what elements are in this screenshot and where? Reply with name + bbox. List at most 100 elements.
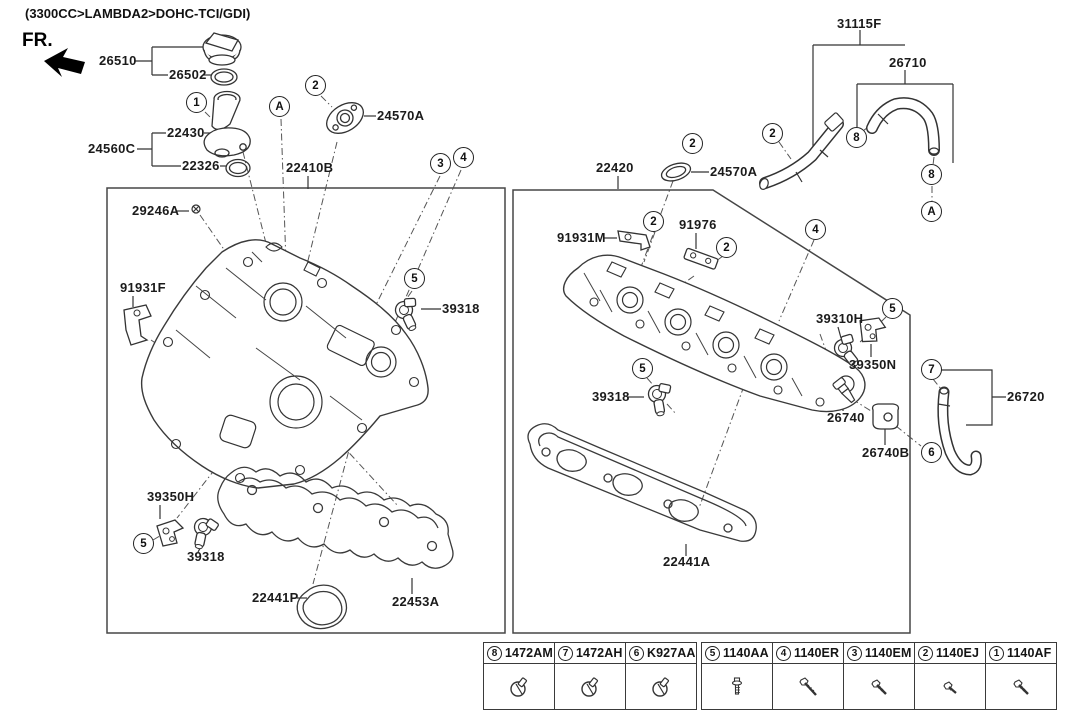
sensor-39318-mid-drawing xyxy=(646,380,677,418)
fastener-cell: 7 1472AH xyxy=(555,643,626,709)
clamp-icon xyxy=(510,676,528,697)
fastener-code: 1140AA xyxy=(723,646,769,660)
part-label-31115F: 31115F xyxy=(837,16,882,31)
hose-26710-drawing xyxy=(866,97,940,156)
fastener-code: 1472AM xyxy=(505,646,553,660)
fastener-cell: 4 1140ER xyxy=(773,643,844,709)
part-label-22420: 22420 xyxy=(596,160,634,175)
part-label-24560C: 24560C xyxy=(88,141,136,156)
part-label-22453A: 22453A xyxy=(392,594,440,609)
bracket-91931M-drawing xyxy=(617,230,651,251)
ref-circle-1-table: 1 xyxy=(989,645,1004,661)
part-label-22326: 22326 xyxy=(182,158,220,173)
stud-bolt-icon xyxy=(731,676,743,695)
fastener-cell: 2 1140EJ xyxy=(915,643,986,709)
fastener-table-clamps: 8 1472AM 7 1472AH 6 K927AA xyxy=(483,642,697,710)
part-label-91931M: 91931M xyxy=(557,230,606,245)
part-label-29246A: 29246A xyxy=(132,203,180,218)
grommet-26740B-drawing xyxy=(871,403,900,430)
part-label-22410B: 22410B xyxy=(286,160,334,175)
fastener-cell: 8 1472AM xyxy=(484,643,555,709)
left-parts-box xyxy=(106,187,506,634)
ref-circle-6-table: 6 xyxy=(629,645,644,661)
bolt-29246A-drawing xyxy=(191,204,201,214)
part-label-91931F: 91931F xyxy=(120,280,166,295)
valve-cover-lh-drawing xyxy=(140,239,429,489)
ref-circle-4-mid: 4 xyxy=(805,219,826,240)
short-bolt-icon xyxy=(943,680,957,694)
strip-91976-drawing xyxy=(683,247,719,270)
bracket-91931F-drawing xyxy=(123,304,152,346)
sensor-39318-bottom-drawing xyxy=(189,514,221,553)
ref-circle-3-table: 3 xyxy=(847,645,862,661)
bracket-39350H-drawing xyxy=(156,519,184,547)
filler-neck-drawing xyxy=(203,90,251,158)
ref-circle-8-left: 8 xyxy=(846,127,867,148)
valve-cover-rh-drawing xyxy=(562,254,866,413)
ref-circle-4-table: 4 xyxy=(776,645,791,661)
cap-packing-drawing xyxy=(210,68,238,86)
part-label-39318-mid: 39318 xyxy=(592,389,630,404)
part-label-26510: 26510 xyxy=(99,53,137,68)
ref-circle-2-table: 2 xyxy=(918,645,933,661)
fastener-cell: 5 1140AA xyxy=(702,643,773,709)
ref-circle-3: 3 xyxy=(430,153,451,174)
oil-filler-cap-drawing xyxy=(202,32,242,66)
clamp-icon xyxy=(652,676,670,697)
part-label-22430: 22430 xyxy=(167,125,205,140)
oring-22326-drawing xyxy=(225,158,251,178)
front-direction-label: FR. xyxy=(22,30,53,51)
medium-bolt-icon xyxy=(871,678,887,695)
long-bolt-icon xyxy=(799,676,817,696)
fastener-code: 1140AF xyxy=(1007,646,1052,660)
ref-circle-2-91931M: 2 xyxy=(643,211,664,232)
hose-26720-drawing xyxy=(937,386,982,476)
ref-circle-5-39318-mid: 5 xyxy=(632,358,653,379)
fastener-cell: 1 1140AF xyxy=(986,643,1056,709)
medium-bolt-icon xyxy=(1013,678,1029,695)
fitting-24570A-mid-drawing xyxy=(660,162,692,182)
ref-circle-6: 6 xyxy=(921,442,942,463)
part-label-22441P: 22441P xyxy=(252,590,299,605)
part-label-26710: 26710 xyxy=(889,55,927,70)
ref-circle-8-right: 8 xyxy=(921,164,942,185)
part-label-39318-right: 39318 xyxy=(442,301,480,316)
fastener-cell: 3 1140EM xyxy=(844,643,915,709)
ref-circle-2-cap: 2 xyxy=(305,75,326,96)
engine-spec-title: (3300CC>LAMBDA2>DOHC-TCI/GDI) xyxy=(25,6,251,21)
fastener-cell: 6 K927AA xyxy=(626,643,696,709)
fastener-code: K927AA xyxy=(647,646,696,660)
part-label-39318-bottom: 39318 xyxy=(187,549,225,564)
clamp-icon xyxy=(581,676,599,697)
part-label-22441A: 22441A xyxy=(663,554,711,569)
fastener-code: 1140EJ xyxy=(936,646,980,660)
part-label-26502: 26502 xyxy=(169,67,207,82)
ref-circle-1: 1 xyxy=(186,92,207,113)
hose-elbow-31115F-drawing xyxy=(759,112,844,190)
ref-circle-5-lbox-right: 5 xyxy=(404,268,425,289)
gasket-22441A-drawing xyxy=(527,423,757,542)
ref-circle-7-table: 7 xyxy=(558,645,573,661)
part-label-39310H: 39310H xyxy=(816,311,864,326)
ref-circle-8-table: 8 xyxy=(487,645,502,661)
part-label-26740B: 26740B xyxy=(862,445,910,460)
ref-circle-5-39310H: 5 xyxy=(882,298,903,319)
gasket-22441P-drawing xyxy=(296,584,348,630)
ref-circle-A-right: A xyxy=(921,201,942,222)
ref-circle-2-91976: 2 xyxy=(716,237,737,258)
part-label-24570A-left: 24570A xyxy=(377,108,425,123)
part-label-24570A-mid: 24570A xyxy=(710,164,758,179)
gasket-22453A-drawing xyxy=(217,466,454,569)
ref-circle-4-left: 4 xyxy=(453,147,474,168)
part-label-26740: 26740 xyxy=(827,410,865,425)
ref-circle-2-hose: 2 xyxy=(762,123,783,144)
ref-circle-A-left: A xyxy=(269,96,290,117)
front-direction-arrow xyxy=(44,48,85,77)
nipple-26740-drawing xyxy=(832,377,856,404)
fastener-code: 1472AH xyxy=(576,646,623,660)
fastener-code: 1140ER xyxy=(794,646,840,660)
ref-circle-7: 7 xyxy=(921,359,942,380)
part-label-91976: 91976 xyxy=(679,217,717,232)
